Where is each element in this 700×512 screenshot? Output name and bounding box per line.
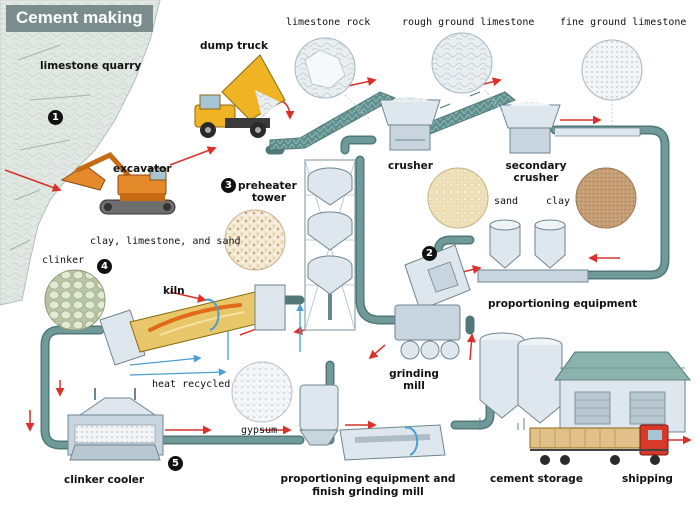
step-3-badge: 3 <box>221 178 236 193</box>
heat-recycled-label: heat recycled <box>152 379 231 390</box>
material-samples-top <box>294 32 643 125</box>
limestone-rock-label: limestone rock <box>286 17 371 28</box>
crusher-machine <box>379 97 441 151</box>
clinker-cooler-machine <box>67 388 164 461</box>
clinker-sample <box>44 269 106 331</box>
gypsum-label: gypsum <box>241 425 278 436</box>
step-5-badge: 5 <box>168 456 183 471</box>
secondary-crusher-label-line1: secondary <box>505 160 567 172</box>
cement-storage-label: cement storage <box>490 473 583 485</box>
rotary-kiln <box>99 284 286 366</box>
quarry-hillside <box>0 0 161 306</box>
sand-label: sand <box>494 196 519 207</box>
crusher-label: crusher <box>388 160 433 172</box>
step-1-badge: 1 <box>48 110 63 125</box>
clinker-label: clinker <box>42 255 85 266</box>
excavator-label: excavator <box>113 163 172 175</box>
preheater-tower <box>304 159 356 331</box>
kiln-label: kiln <box>163 285 185 297</box>
shipping-truck <box>529 424 669 465</box>
grinding-mill-label-line1: grinding <box>389 368 439 380</box>
preheater-tower-label-line2: tower <box>251 192 287 204</box>
preheater-tower-label-line1: preheater <box>238 180 297 192</box>
clay-label: clay <box>546 196 571 207</box>
secondary-crusher-machine <box>499 102 641 154</box>
proportioning-silos <box>477 219 589 283</box>
excavator <box>60 151 176 215</box>
gypsum-sample <box>231 361 293 423</box>
shipping-label: shipping <box>622 473 673 485</box>
grinding-mill <box>394 244 471 360</box>
finish-grinding-mill <box>299 384 446 461</box>
dump-truck <box>194 54 286 138</box>
grinding-mill-label-line2: mill <box>403 380 425 392</box>
rough-ground-limestone-label: rough ground limestone <box>402 17 535 28</box>
sand-clay-samples <box>427 167 637 229</box>
fine-ground-limestone-label: fine ground limestone <box>560 17 687 28</box>
raw-mix-sample <box>224 209 286 271</box>
step-4-badge: 4 <box>97 259 112 274</box>
conveyor-belts <box>269 91 516 151</box>
raw-mix-label: clay, limestone, and sand <box>90 236 241 247</box>
proportioning-equipment-label: proportioning equipment <box>488 298 638 310</box>
step-2-badge: 2 <box>422 246 437 261</box>
secondary-crusher-label-line2: crusher <box>513 172 559 184</box>
clinker-cooler-label: clinker cooler <box>64 474 145 486</box>
page-title: Cement making <box>6 5 153 32</box>
flow-arrows <box>25 77 692 445</box>
cement-storage-silos <box>479 332 563 430</box>
limestone-quarry-label: limestone quarry <box>40 60 142 72</box>
finish-grinding-label-line1: proportioning equipment and <box>280 473 456 485</box>
dump-truck-label: dump truck <box>200 40 268 52</box>
finish-grinding-label-line2: finish grinding mill <box>312 486 424 498</box>
warehouse <box>554 351 692 433</box>
